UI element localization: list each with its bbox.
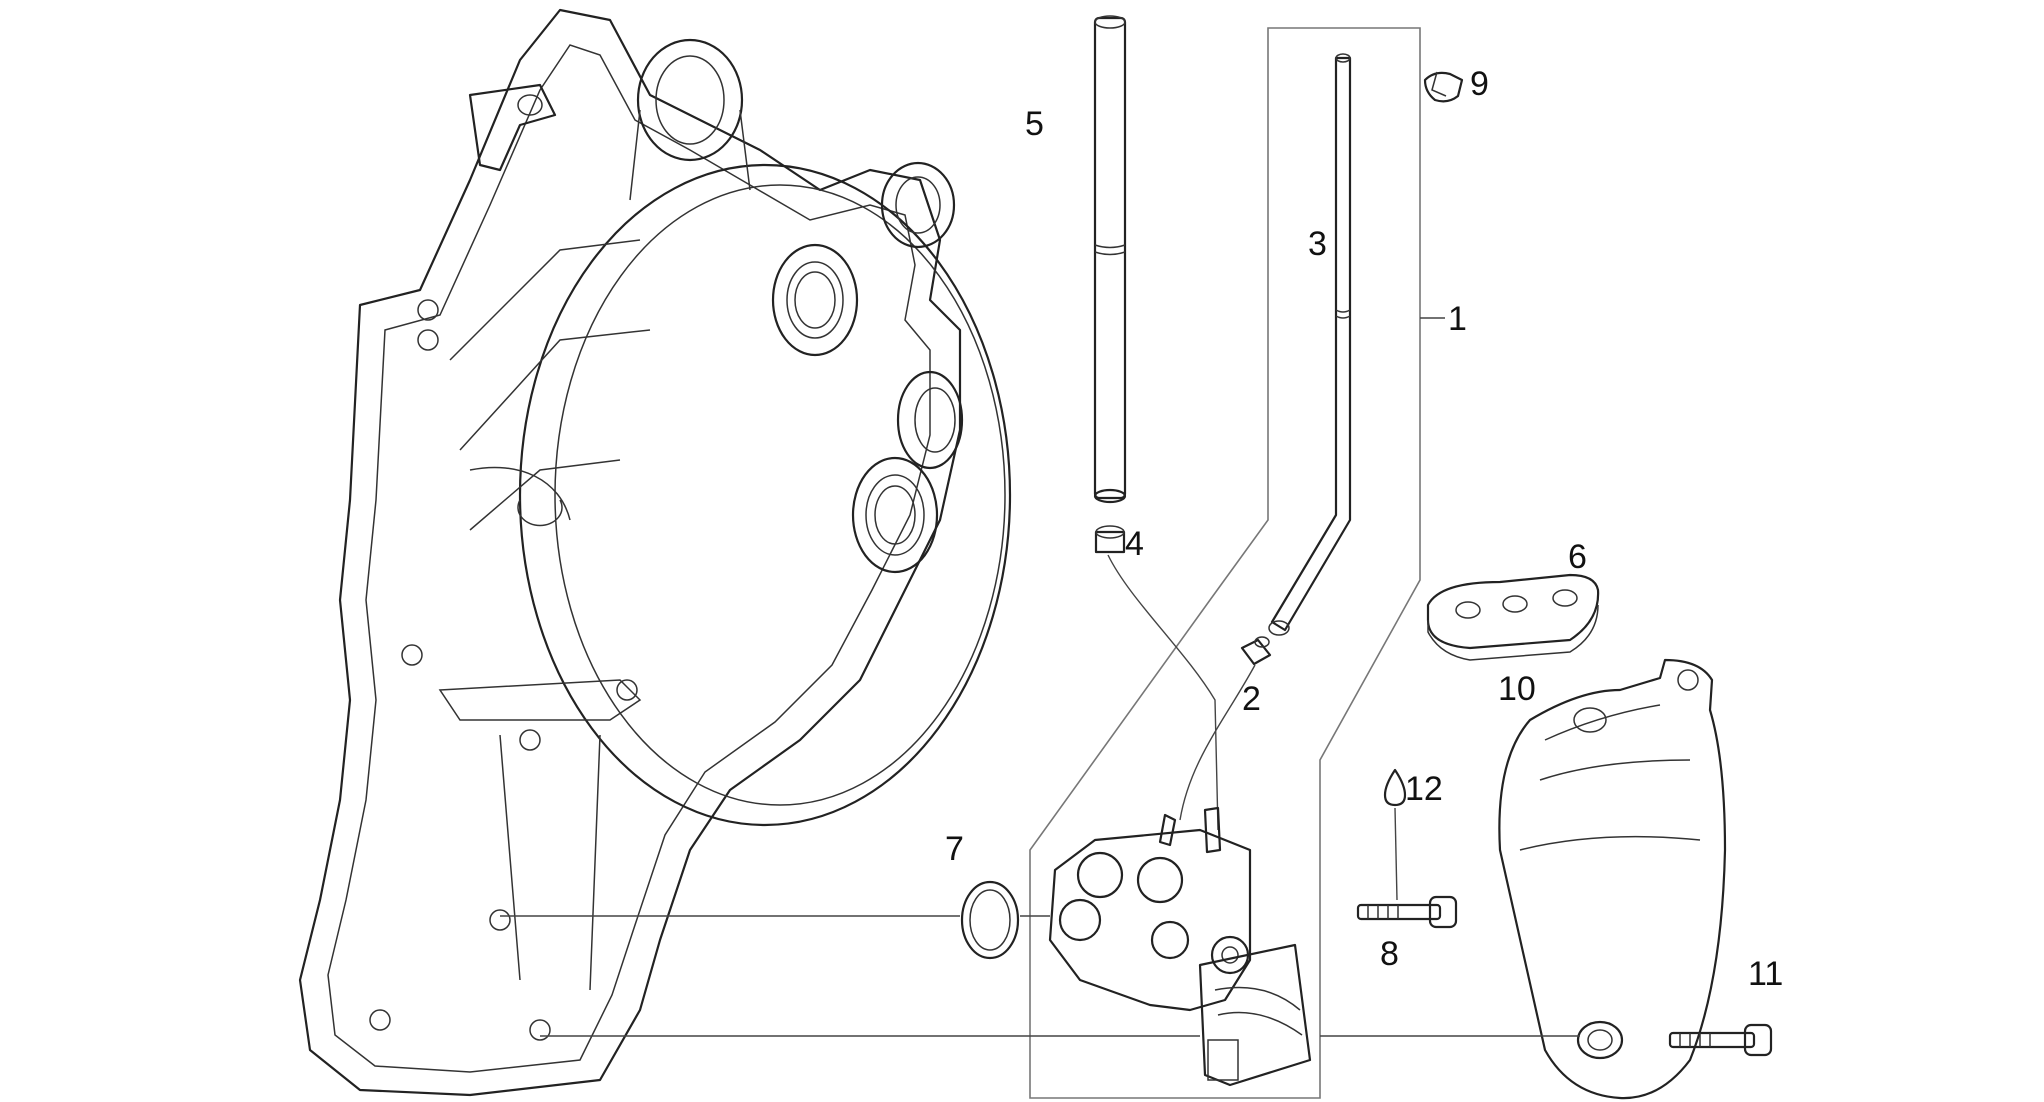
part-label-11: 11 bbox=[1748, 955, 1783, 993]
threaded-boss bbox=[896, 370, 964, 470]
gasket-plate bbox=[1426, 573, 1600, 661]
threaded-boss bbox=[771, 243, 859, 357]
straight-tube bbox=[1093, 15, 1127, 504]
part-label-6: 6 bbox=[1568, 538, 1587, 576]
part-label-7: 7 bbox=[945, 830, 964, 868]
part-label-8: 8 bbox=[1380, 935, 1399, 973]
small-fitting bbox=[1094, 525, 1126, 554]
bent-tube bbox=[1268, 53, 1352, 636]
leader-line-2 bbox=[1179, 664, 1256, 821]
part-label-10: 10 bbox=[1498, 670, 1536, 708]
threaded-boss bbox=[851, 456, 939, 574]
part-label-12: 12 bbox=[1405, 770, 1443, 808]
tube-joint bbox=[1240, 636, 1272, 666]
o-ring bbox=[960, 880, 1020, 960]
screw-small bbox=[1356, 895, 1458, 929]
part-label-2: 2 bbox=[1242, 680, 1261, 718]
leader-line-12 bbox=[1394, 807, 1398, 901]
screw-large bbox=[1668, 1023, 1773, 1057]
hose-clip bbox=[1423, 71, 1464, 103]
drop-icon bbox=[1383, 768, 1407, 807]
part-label-3: 3 bbox=[1308, 225, 1327, 263]
assembly-frame bbox=[1029, 27, 1421, 1099]
part-label-5: 5 bbox=[1025, 105, 1044, 143]
part-label-1: 1 bbox=[1448, 300, 1467, 338]
part-label-9: 9 bbox=[1470, 65, 1489, 103]
pump-cover bbox=[1498, 658, 1727, 1100]
leader-line-4 bbox=[1107, 554, 1219, 831]
pipe-outlet bbox=[880, 161, 956, 249]
part-label-4: 4 bbox=[1125, 525, 1144, 563]
oil-pump bbox=[1048, 806, 1312, 1087]
crankcase-cover bbox=[298, 8, 1012, 1097]
pipe-outlet bbox=[629, 38, 751, 201]
